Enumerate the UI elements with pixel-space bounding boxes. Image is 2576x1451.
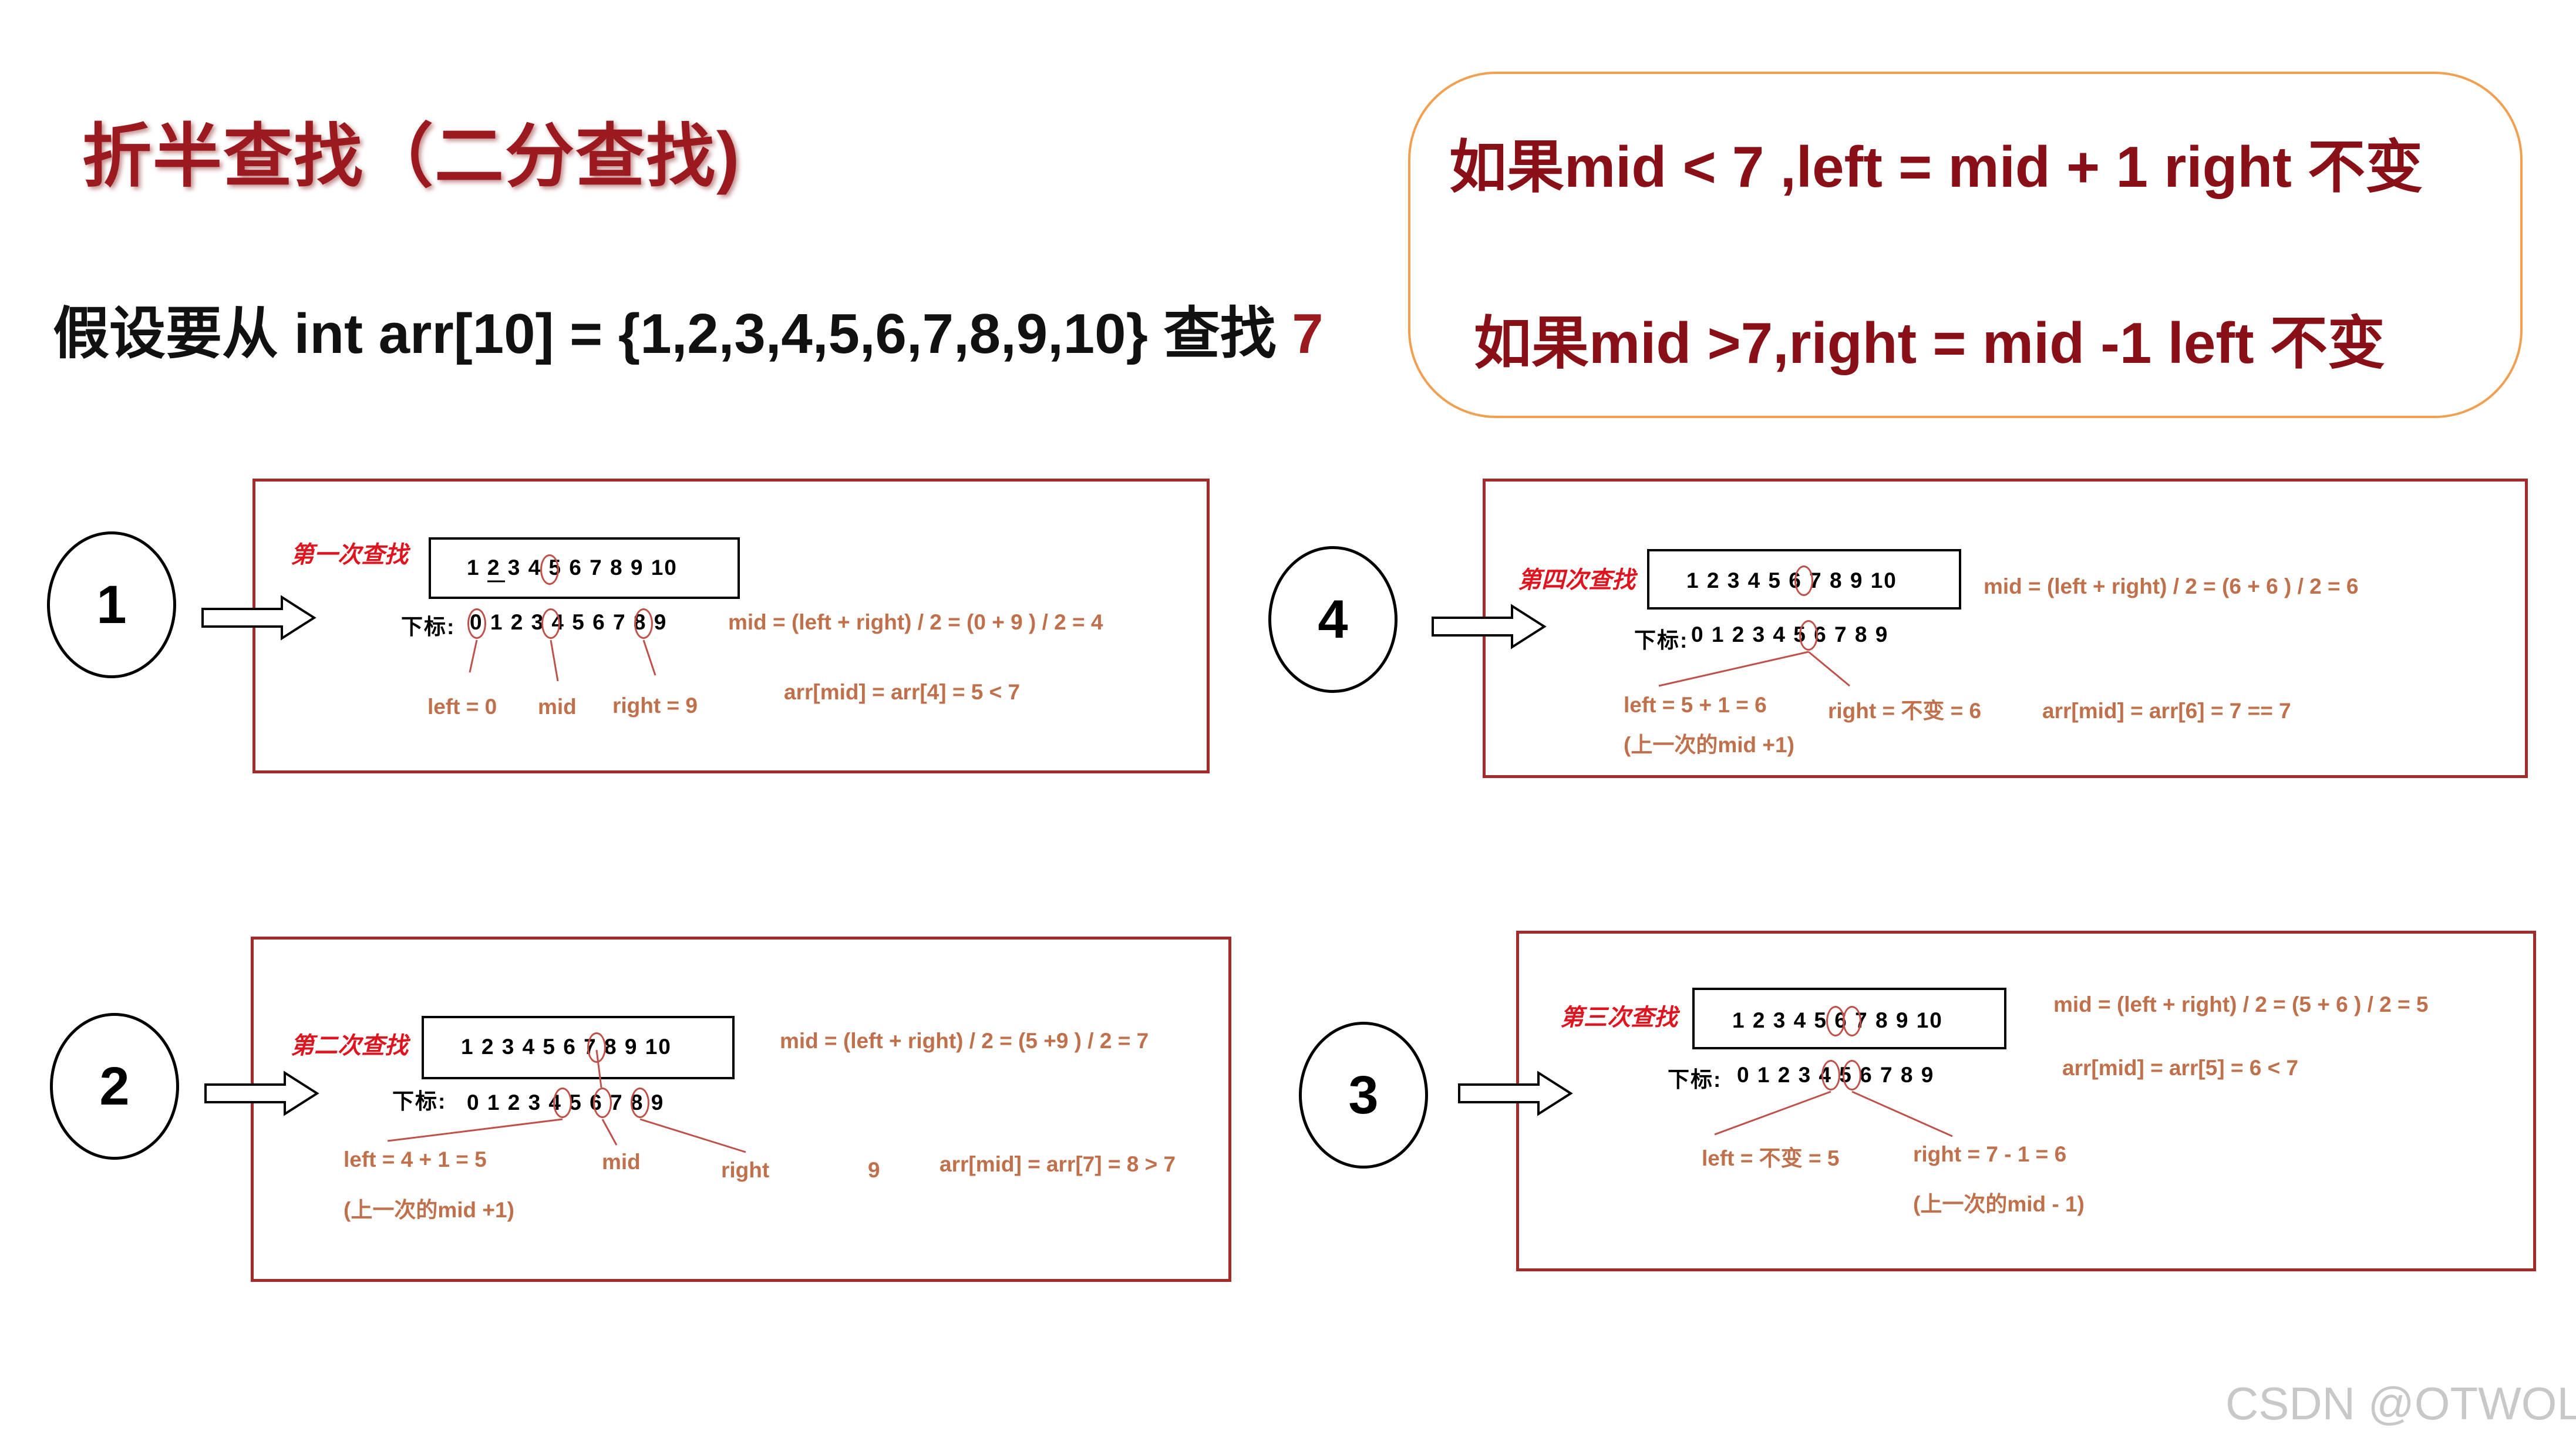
step-2-left-label: left = 4 + 1 = 5 — [344, 1147, 487, 1171]
step-3-left-highlight — [1821, 1060, 1840, 1090]
step-2-title: 第二次查找 — [291, 1033, 408, 1059]
arrow-right-icon — [1432, 604, 1547, 649]
step-4-title: 第四次查找 — [1518, 567, 1635, 593]
step-1-array-box — [429, 537, 740, 599]
step-2-compare: arr[mid] = arr[7] = 8 > 7 — [940, 1152, 1176, 1176]
arrow-right-icon — [1458, 1070, 1573, 1116]
step-2-mid-label: mid — [602, 1150, 641, 1174]
step-2-number: 2 — [99, 1056, 130, 1116]
step-4-array: 1 2 3 4 5 6 7 8 9 10 — [1686, 568, 1897, 592]
step-2-right-highlight — [631, 1088, 649, 1118]
step-2-left-highlight — [553, 1088, 572, 1118]
step-1-array: 1 2 3 4 5 6 7 8 9 10 — [467, 556, 678, 580]
step-1-title: 第一次查找 — [291, 542, 408, 568]
step-1-right-label: right = 9 — [612, 693, 698, 718]
step-1-formula: mid = (left + right) / 2 = (0 + 9 ) / 2 … — [728, 610, 1103, 634]
step-4-array-box — [1647, 549, 1961, 610]
rules-box — [1408, 72, 2523, 418]
step-4-right-label: right = 不变 = 6 — [1828, 699, 1982, 723]
page-title: 折半查找（二分查找) — [82, 118, 741, 196]
step-3-number: 3 — [1348, 1065, 1379, 1125]
rule-greater-than: 如果mid >7,right = mid -1 left 不变 — [1474, 311, 2385, 375]
step-1-left-label: left = 0 — [427, 695, 497, 719]
step-2-left-note: (上一次的mid +1) — [344, 1198, 514, 1222]
step-4-array-highlight — [1794, 565, 1813, 596]
problem-statement: 假设要从 int arr[10] = {1,2,3,4,5,6,7,8,9,10… — [53, 288, 1324, 369]
step-4-compare: arr[mid] = arr[6] = 7 == 7 — [2042, 699, 2291, 723]
step-1-indices: 0 1 2 3 4 5 6 7 8 9 — [470, 610, 668, 634]
step-2-right-label: right — [721, 1158, 770, 1182]
step-1-mid-label: mid — [538, 695, 577, 719]
step-3-index-label: 下标: — [1668, 1068, 1722, 1092]
step-4-number: 4 — [1318, 589, 1348, 649]
step-2-circle: 2 — [50, 1013, 179, 1160]
step-2-formula: mid = (left + right) / 2 = (5 +9 ) / 2 =… — [780, 1029, 1149, 1053]
step-3-compare: arr[mid] = arr[5] = 6 < 7 — [2062, 1056, 2299, 1080]
step-1-circle: 1 — [47, 531, 176, 678]
step-4-left-note: (上一次的mid +1) — [1624, 733, 1794, 757]
rule-less-than: 如果mid < 7 ,left = mid + 1 right 不变 — [1449, 134, 2423, 199]
step-1-compare: arr[mid] = arr[4] = 5 < 7 — [784, 680, 1021, 704]
step-4-indices: 0 1 2 3 4 5 6 7 8 9 — [1691, 622, 1889, 647]
step-2-mid-highlight — [593, 1088, 612, 1118]
step-3-circle: 3 — [1299, 1022, 1428, 1169]
arrow-right-icon — [201, 595, 316, 641]
step-2-array: 1 2 3 4 5 6 7 8 9 10 — [461, 1035, 672, 1059]
step-3-array-highlight-b — [1843, 1006, 1861, 1036]
step-4-circle: 4 — [1268, 546, 1398, 693]
step-1-number: 1 — [96, 574, 127, 635]
step-3-right-note: (上一次的mid - 1) — [1913, 1192, 2085, 1216]
step-1-mid-highlight — [541, 608, 560, 639]
step-4-index-label: 下标: — [1634, 628, 1689, 652]
step-3-right-highlight — [1843, 1060, 1861, 1090]
step-4-left-label: left = 5 + 1 = 6 — [1624, 693, 1767, 717]
step-2-panel — [251, 937, 1231, 1282]
step-2-array-highlight — [587, 1032, 606, 1063]
premise-text: 假设要从 int arr[10] = {1,2,3,4,5,6,7,8,9,10… — [53, 302, 1292, 365]
arrow-right-icon — [204, 1070, 319, 1116]
step-3-array-box — [1692, 988, 2006, 1049]
step-2-index-label: 下标: — [392, 1089, 447, 1113]
step-4-mid-highlight — [1799, 620, 1818, 651]
step-1-index-label: 下标: — [401, 615, 456, 639]
step-1-array-highlight — [540, 554, 559, 585]
target-value: 7 — [1292, 302, 1324, 365]
step-4-formula: mid = (left + right) / 2 = (6 + 6 ) / 2 … — [1984, 574, 2359, 598]
step-1-left-highlight — [467, 608, 486, 639]
watermark: CSDN @OTWOL — [2225, 1378, 2576, 1429]
step-1-right-highlight — [634, 608, 653, 639]
step-3-formula: mid = (left + right) / 2 = (5 + 6 ) / 2 … — [2053, 992, 2429, 1016]
step-2-right-value: 9 — [868, 1158, 880, 1182]
step-3-right-label: right = 7 - 1 = 6 — [1913, 1142, 2067, 1166]
step-3-left-label: left = 不变 = 5 — [1702, 1146, 1840, 1170]
step-3-title: 第三次查找 — [1560, 1005, 1678, 1031]
step-2-array-box — [422, 1016, 735, 1079]
